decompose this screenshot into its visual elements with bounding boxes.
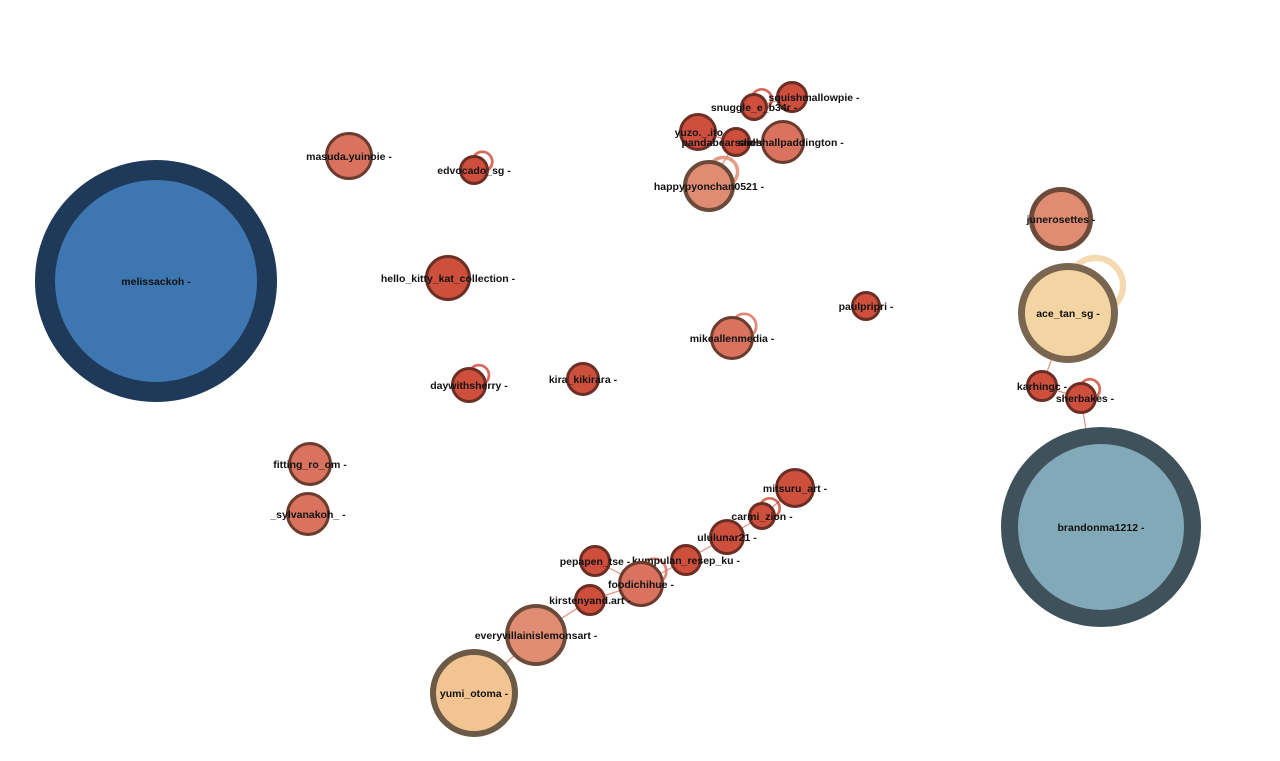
node-happypyon[interactable]: happypyonchan0521 -	[654, 160, 765, 212]
node-label: mitsuru_art -	[763, 483, 828, 495]
node-layer: melissackoh - masuda.yuinoie - edvocado_sg…	[35, 81, 1201, 737]
node-brandonma[interactable]: brandonma1212 -	[1001, 427, 1201, 627]
node-circle[interactable]	[1018, 263, 1118, 363]
node-daywithsherry[interactable]: daywithsherry -	[430, 367, 508, 403]
node-circle[interactable]	[761, 120, 805, 164]
node-circle[interactable]	[566, 362, 600, 396]
node-karhingc[interactable]: karhingc -	[1017, 370, 1068, 402]
node-junerosettes[interactable]: junerosettes -	[1026, 187, 1096, 251]
node-circle[interactable]	[1001, 427, 1201, 627]
node-label: happypyonchan0521 -	[654, 181, 765, 193]
node-circle[interactable]	[1029, 187, 1093, 251]
node-carmizion[interactable]: carmi_zion -	[731, 502, 793, 530]
node-edvocado[interactable]: edvocado_sg -	[437, 155, 511, 185]
node-label: foodichihue -	[608, 579, 674, 591]
node-acetan[interactable]: ace_tan_sg -	[1018, 263, 1118, 363]
node-circle[interactable]	[1026, 370, 1058, 402]
node-label: masuda.yuinoie -	[306, 151, 392, 163]
node-label: brandonma1212 -	[1058, 522, 1145, 534]
node-label: mikeallenmedia -	[690, 333, 775, 345]
node-circle[interactable]	[505, 604, 567, 666]
node-pepapen[interactable]: pepapen_tse -	[560, 545, 631, 577]
node-label: sherbakes -	[1056, 393, 1115, 405]
node-label: carmi_zion -	[731, 511, 793, 523]
node-mikeallen[interactable]: mikeallenmedia -	[690, 316, 775, 360]
node-circle[interactable]	[709, 519, 745, 555]
node-label: paulpripri -	[839, 301, 894, 313]
node-paulpripri[interactable]: paulpripri -	[839, 291, 894, 321]
node-label: kirstenyand.art -	[549, 595, 631, 607]
node-label: edvocado_sg -	[437, 165, 511, 177]
node-sylvanakoh[interactable]: _sylvanakoh_ -	[269, 492, 346, 536]
node-label: everyvillainislemonsart -	[475, 630, 598, 642]
node-circle[interactable]	[683, 160, 735, 212]
node-circle[interactable]	[459, 155, 489, 185]
node-circle[interactable]	[579, 545, 611, 577]
node-melissackoh[interactable]: melissackoh -	[35, 160, 277, 402]
node-circle[interactable]	[574, 584, 606, 616]
node-mitsuru[interactable]: mitsuru_art -	[763, 468, 828, 508]
node-kumpulan[interactable]: kumpulan_resep_ku -	[632, 544, 740, 576]
node-circle[interactable]	[776, 81, 808, 113]
node-circle[interactable]	[775, 468, 815, 508]
node-kirsten[interactable]: kirstenyand.art -	[549, 584, 631, 616]
node-label: kumpulan_resep_ku -	[632, 555, 740, 567]
node-fittingroom[interactable]: fitting_ro_om -	[273, 442, 347, 486]
node-label: sheshallpaddington -	[738, 137, 844, 149]
node-circle[interactable]	[1065, 382, 1097, 414]
node-circle[interactable]	[748, 502, 776, 530]
node-circle[interactable]	[618, 561, 664, 607]
node-circle[interactable]	[288, 442, 332, 486]
node-paddington[interactable]: sheshallpaddington -	[738, 120, 844, 164]
node-label: junerosettes -	[1026, 214, 1096, 226]
node-label: melissackoh -	[121, 276, 191, 288]
node-pandabear[interactable]: pandabearsaidhello -	[681, 127, 787, 157]
node-label: yumi_otoma -	[440, 688, 509, 700]
node-squishmallowpie[interactable]: squishmallowpie -	[768, 81, 860, 113]
node-label: ululunar21 -	[697, 532, 757, 544]
node-circle[interactable]	[710, 316, 754, 360]
node-label: yuzo._.ito -	[675, 127, 730, 139]
node-sherbakes[interactable]: sherbakes -	[1056, 382, 1115, 414]
node-label: pandabearsaidhello -	[681, 137, 787, 149]
node-everyvillain[interactable]: everyvillainislemonsart -	[475, 604, 598, 666]
node-circle[interactable]	[721, 127, 751, 157]
node-kira[interactable]: kira_kikirara -	[549, 362, 618, 396]
node-circle[interactable]	[35, 160, 277, 402]
node-circle[interactable]	[670, 544, 702, 576]
node-yumiotoma[interactable]: yumi_otoma -	[430, 649, 518, 737]
node-circle[interactable]	[740, 93, 768, 121]
node-circle[interactable]	[451, 367, 487, 403]
node-snuggle[interactable]: snuggle_e_b34r -	[711, 93, 798, 121]
node-circle[interactable]	[325, 132, 373, 180]
node-label: pepapen_tse -	[560, 556, 631, 568]
node-label: hello_kitty_kat_collection -	[381, 273, 516, 285]
node-foodichihue[interactable]: foodichihue -	[608, 561, 674, 607]
node-yuzo[interactable]: yuzo._.ito -	[675, 113, 730, 151]
node-label: snuggle_e_b34r -	[711, 102, 798, 114]
node-label: ace_tan_sg -	[1036, 308, 1100, 320]
node-circle[interactable]	[286, 492, 330, 536]
node-label: daywithsherry -	[430, 380, 508, 392]
node-label: squishmallowpie -	[768, 92, 860, 104]
node-label: fitting_ro_om -	[273, 459, 347, 471]
node-circle[interactable]	[679, 113, 717, 151]
node-label: _sylvanakoh_ -	[269, 509, 346, 521]
node-label: karhingc -	[1017, 381, 1068, 393]
node-masuda[interactable]: masuda.yuinoie -	[306, 132, 392, 180]
node-circle[interactable]	[430, 649, 518, 737]
node-hellokitty[interactable]: hello_kitty_kat_collection -	[381, 255, 516, 301]
node-circle[interactable]	[425, 255, 471, 301]
node-label: kira_kikirara -	[549, 374, 618, 386]
node-circle[interactable]	[851, 291, 881, 321]
node-ululunar[interactable]: ululunar21 -	[697, 519, 757, 555]
